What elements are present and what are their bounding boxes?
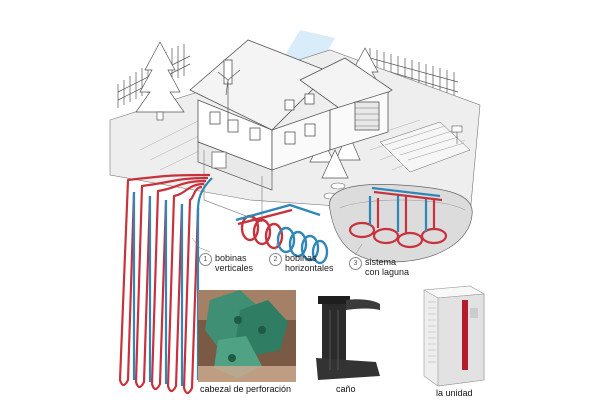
system-label-horizontal: bobinas horizontales: [285, 253, 334, 273]
system-label-line2: con laguna: [365, 267, 410, 277]
drill-head-caption: cabezal de perforación: [200, 384, 292, 394]
wind-turbine: [217, 69, 241, 130]
pipe-photo: [316, 296, 380, 380]
pine-tree-left: [135, 41, 185, 121]
mailbox: [451, 125, 463, 144]
system-label-line1: bobinas: [285, 253, 317, 263]
system-label-line1: bobinas: [215, 253, 247, 263]
horizontal-coils: [235, 203, 329, 265]
garden-hedge: [379, 121, 471, 173]
pond-cutaway: [329, 184, 473, 263]
drill-head-photo: [198, 290, 296, 382]
system-label-line2: horizontales: [285, 263, 334, 273]
system-label-line1: sistema: [365, 257, 397, 267]
system-label-vertical: bobinas verticales: [215, 253, 253, 273]
pipe-caption: caño: [336, 384, 356, 394]
house: [189, 39, 393, 171]
system-label-line2: verticales: [215, 263, 254, 273]
small-trees-front: [309, 131, 361, 179]
heat-pump-unit-photo: [423, 285, 485, 387]
vertical-loops: [118, 173, 213, 395]
system-number-badge: 1: [199, 253, 212, 266]
label-leader-lines: [191, 237, 363, 256]
basement-cutaway: [197, 141, 273, 223]
system-number-badge: 2: [269, 253, 282, 266]
unit-caption: la unidad: [436, 388, 473, 398]
system-label-pond: sistema con laguna: [365, 257, 409, 277]
system-number-badge: 3: [349, 257, 362, 270]
pond-coils: [348, 186, 448, 249]
